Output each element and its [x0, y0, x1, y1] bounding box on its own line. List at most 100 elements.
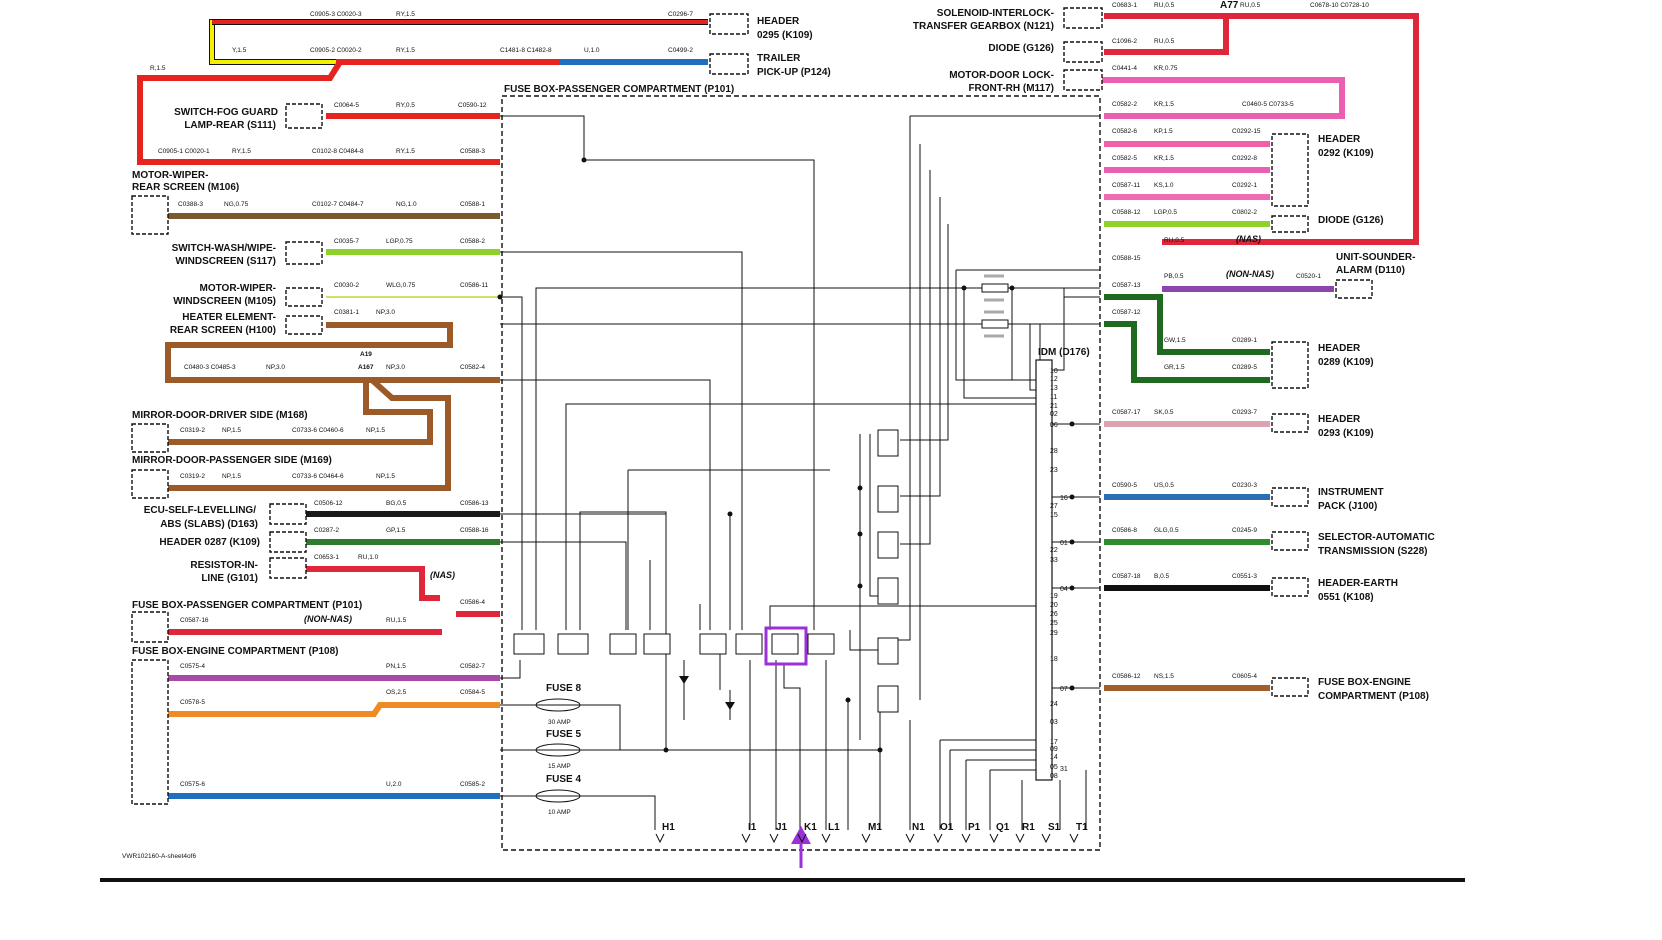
svg-text:C0590-12: C0590-12	[458, 102, 487, 109]
svg-text:C0551-3: C0551-3	[1232, 573, 1257, 580]
header-connectors	[709, 13, 749, 75]
idm-pin-label: 25	[1050, 620, 1058, 627]
terminal-mark	[1041, 833, 1051, 844]
svg-text:NP,1.5: NP,1.5	[376, 473, 395, 480]
svg-text:C1481-8 C1482-8: C1481-8 C1482-8	[500, 47, 552, 54]
svg-text:C0292-8: C0292-8	[1232, 155, 1257, 162]
svg-text:C0102-7 C0484-7: C0102-7 C0484-7	[312, 201, 364, 208]
svg-text:C0582-2: C0582-2	[1112, 101, 1137, 108]
wire-ru-diode	[1104, 16, 1229, 55]
svg-text:HEADER: HEADER	[1318, 134, 1361, 145]
right-wires	[1102, 13, 1419, 691]
svg-text:TRANSMISSION (S228): TRANSMISSION (S228)	[1318, 546, 1427, 557]
svg-text:C0287-2: C0287-2	[314, 527, 339, 534]
highlight-box	[764, 626, 808, 666]
svg-text:GR,1.5: GR,1.5	[1164, 364, 1185, 371]
wire-gr	[1104, 321, 1270, 383]
svg-text:FUSE 4: FUSE 4	[546, 774, 581, 785]
svg-text:INSTRUMENT: INSTRUMENT	[1318, 487, 1384, 498]
svg-text:C0584-5: C0584-5	[460, 689, 485, 696]
svg-text:C0575-6: C0575-6	[180, 781, 205, 788]
svg-text:A167: A167	[358, 364, 374, 371]
terminal-label: O1	[940, 822, 954, 833]
svg-text:C0578-5: C0578-5	[180, 699, 205, 706]
idm-pin-label: 26	[1050, 611, 1058, 618]
svg-text:A77: A77	[1220, 0, 1239, 11]
diodes	[679, 676, 735, 710]
idm-pin-label: 12	[1050, 376, 1058, 383]
idm-pin-label: 08	[1050, 773, 1058, 780]
svg-text:SELECTOR-AUTOMATIC: SELECTOR-AUTOMATIC	[1318, 532, 1435, 543]
svg-text:WINDSCREEN (M105): WINDSCREEN (M105)	[173, 296, 276, 307]
svg-text:OS,2.5: OS,2.5	[386, 689, 407, 696]
idm-pin-label: 31	[1060, 766, 1068, 773]
idm-pin-label: 19	[1050, 593, 1058, 600]
svg-text:C0520-1: C0520-1	[1296, 273, 1321, 280]
svg-text:RESISTOR-IN-: RESISTOR-IN-	[190, 560, 258, 571]
right-connectors	[1063, 7, 1373, 697]
svg-text:LGP,0.75: LGP,0.75	[386, 238, 413, 245]
svg-text:C0678-10 C0728-10: C0678-10 C0728-10	[1310, 2, 1369, 9]
svg-text:NP,3.0: NP,3.0	[386, 364, 405, 371]
idm-pin-label: 20	[1050, 602, 1058, 609]
svg-text:DIODE (G126): DIODE (G126)	[988, 43, 1054, 54]
right-labels: SOLENOID-INTERLOCK- TRANSFER GEARBOX (N1…	[913, 8, 1435, 702]
terminal-label: K1	[804, 822, 817, 833]
terminal-mark	[655, 833, 665, 844]
svg-text:REAR SCREEN (H100): REAR SCREEN (H100)	[170, 325, 276, 336]
idm-pin-label: 11	[1050, 394, 1057, 401]
idm-pin-label: 14	[1050, 754, 1058, 761]
terminal-label: T1	[1076, 822, 1088, 833]
svg-text:C0035-7: C0035-7	[334, 238, 359, 245]
svg-text:RY,1.5: RY,1.5	[396, 11, 415, 18]
idm-pin-label: 06	[1050, 422, 1058, 429]
terminal-label: J1	[776, 822, 788, 833]
svg-text:C0319-2: C0319-2	[180, 427, 205, 434]
wire-kr-motor	[1102, 77, 1345, 119]
sheet-ref: VWR102160-A-sheet4of6	[122, 853, 196, 860]
svg-text:C0587-18: C0587-18	[1112, 573, 1141, 580]
svg-text:C0586-4: C0586-4	[460, 599, 485, 606]
relays	[877, 429, 899, 713]
svg-text:PN,1.5: PN,1.5	[386, 663, 406, 670]
idm-pin-label: 28	[1050, 448, 1058, 455]
svg-text:KS,1.0: KS,1.0	[1154, 182, 1174, 189]
svg-text:C0388-3: C0388-3	[178, 201, 203, 208]
svg-text:C0586-12: C0586-12	[1112, 673, 1141, 680]
idm-pin-label: 27	[1050, 503, 1058, 510]
svg-text:PACK (J100): PACK (J100)	[1318, 501, 1377, 512]
left-labels: SWITCH-FOG GUARD LAMP-REAR (S111) MOTOR-…	[132, 16, 831, 657]
svg-text:C0587-13: C0587-13	[1112, 282, 1141, 289]
svg-text:NP,3.0: NP,3.0	[376, 309, 395, 316]
svg-text:C0582-4: C0582-4	[460, 364, 485, 371]
fuse-labels: FUSE 8 30 AMP FUSE 5 15 AMP FUSE 4 10 AM…	[546, 683, 581, 816]
transistor-row	[513, 633, 835, 655]
svg-text:C0585-2: C0585-2	[460, 781, 485, 788]
svg-text:C0289-5: C0289-5	[1232, 364, 1257, 371]
left-wire-codes: C0905-3 C0020-3 RY,1.5 C0296-7 C0905-2 C…	[150, 11, 693, 788]
svg-text:SK,0.5: SK,0.5	[1154, 409, 1174, 416]
svg-text:C0586-11: C0586-11	[460, 282, 488, 289]
svg-text:NS,1.5: NS,1.5	[1154, 673, 1174, 680]
svg-text:U,2.0: U,2.0	[386, 781, 402, 788]
svg-text:NP,1.5: NP,1.5	[222, 473, 241, 480]
svg-text:ALARM (D110): ALARM (D110)	[1336, 265, 1405, 276]
svg-text:C0605-4: C0605-4	[1232, 673, 1257, 680]
wire-np-heater	[165, 322, 500, 383]
svg-text:RY,1.5: RY,1.5	[232, 148, 251, 155]
svg-text:C0102-8 C0484-8: C0102-8 C0484-8	[312, 148, 364, 155]
svg-text:COMPARTMENT (P108): COMPARTMENT (P108)	[1318, 691, 1429, 702]
terminal-label: L1	[828, 822, 840, 833]
terminal-label: I1	[748, 822, 757, 833]
svg-text:GW,1.5: GW,1.5	[1164, 337, 1186, 344]
svg-text:C0582-6: C0582-6	[1112, 128, 1137, 135]
svg-text:KR,1.5: KR,1.5	[1154, 101, 1174, 108]
svg-text:RU,0.5: RU,0.5	[1154, 38, 1175, 45]
svg-text:C0587-12: C0587-12	[1112, 309, 1141, 316]
svg-text:HEADER 0287 (K109): HEADER 0287 (K109)	[159, 537, 260, 548]
terminal-mark	[821, 833, 831, 844]
svg-text:C0582-7: C0582-7	[460, 663, 485, 670]
svg-text:LAMP-REAR (S111): LAMP-REAR (S111)	[184, 120, 276, 131]
svg-text:C0586-13: C0586-13	[460, 500, 489, 507]
terminal-mark	[769, 833, 779, 844]
